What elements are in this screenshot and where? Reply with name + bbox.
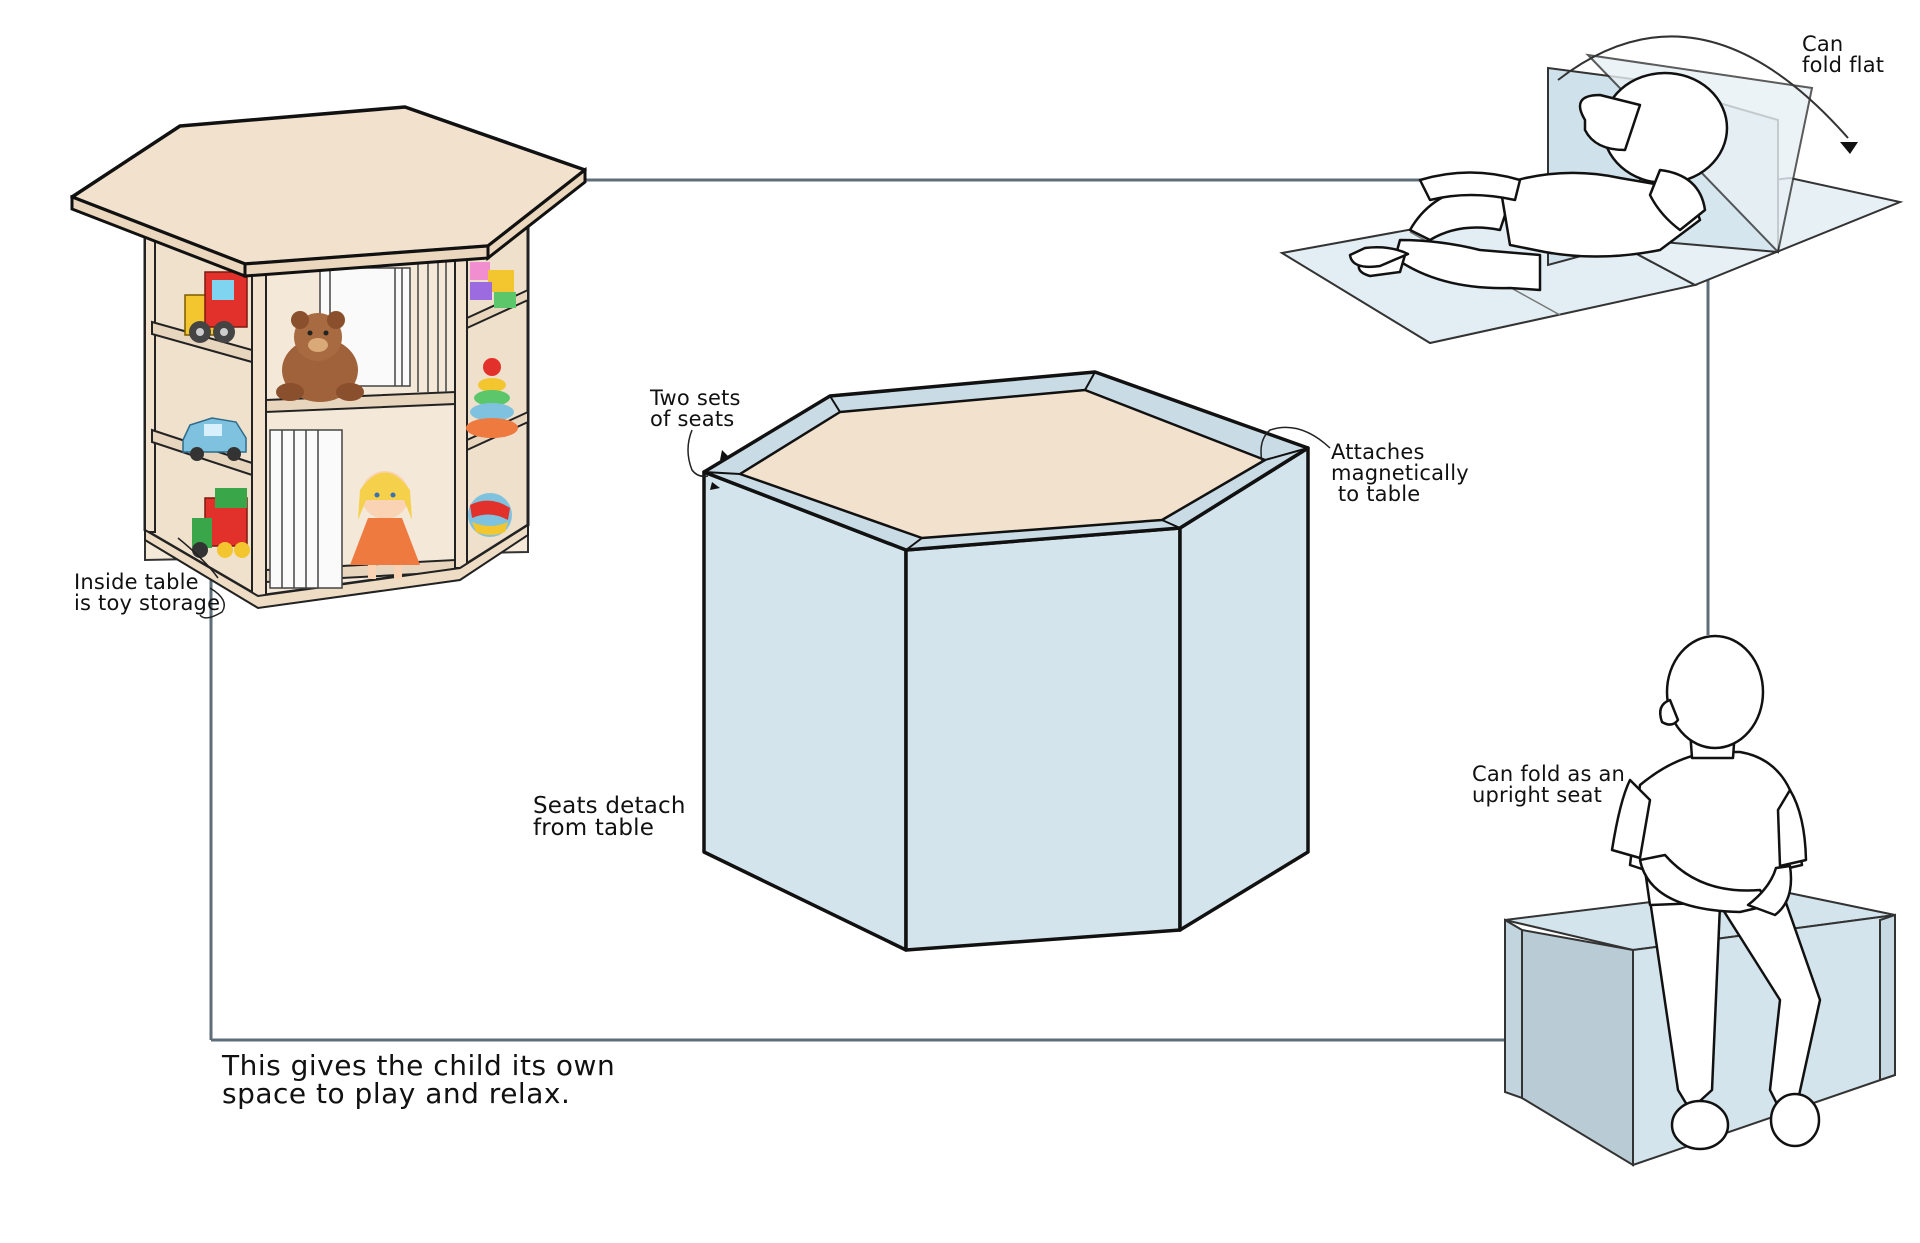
label-line: is toy storage <box>74 591 221 615</box>
leader-attaches <box>1260 426 1331 463</box>
toy-car <box>182 417 247 461</box>
label-line: upright seat <box>1472 783 1603 807</box>
label-attaches-magnetically: Attaches magnetically to table <box>1331 442 1469 505</box>
label-can-fold-flat: Can fold flat <box>1802 34 1884 76</box>
label-line: Attaches <box>1331 440 1425 464</box>
label-line: from table <box>533 815 655 841</box>
label-line: Can fold as an <box>1472 762 1626 786</box>
label-line: magnetically <box>1331 461 1469 485</box>
fold-flat-mat-with-child <box>1279 35 1904 345</box>
label-seats-detach: Seats detach from table <box>533 793 686 841</box>
label-can-fold-upright: Can fold as an upright seat <box>1472 764 1625 806</box>
leader-inside-table <box>199 587 225 619</box>
label-inside-table: Inside table is toy storage <box>74 572 220 614</box>
leader-inside-table-2 <box>177 537 219 579</box>
doll <box>350 471 420 579</box>
teddy-bear <box>276 311 364 402</box>
toy-train <box>192 488 250 558</box>
label-line: Two sets <box>650 386 741 410</box>
label-line: fold flat <box>1802 53 1885 77</box>
upright-seat-with-child <box>1504 634 1896 1167</box>
toy-storage-table <box>70 105 587 610</box>
label-line: to table <box>1331 482 1421 506</box>
label-line: Inside table <box>74 570 199 594</box>
label-two-sets-of-seats: Two sets of seats <box>650 388 741 430</box>
connector-lines <box>209 178 1710 1042</box>
caption-line: space to play and relax. <box>222 1077 571 1110</box>
leader-two-sets <box>687 429 709 478</box>
stacking-pyramid <box>466 358 518 438</box>
hexagon-seat-unit <box>702 370 1310 952</box>
toy-truck <box>184 271 248 343</box>
label-line: Seats detach <box>533 793 686 819</box>
label-line: Can <box>1802 32 1844 56</box>
label-line: of seats <box>650 407 735 431</box>
toy-ball <box>468 493 512 537</box>
caption-line: This gives the child its own <box>222 1049 616 1082</box>
toy-blocks <box>470 262 516 308</box>
bottom-caption: This gives the child its own space to pl… <box>222 1052 615 1108</box>
annotation-leaders <box>177 426 1331 619</box>
